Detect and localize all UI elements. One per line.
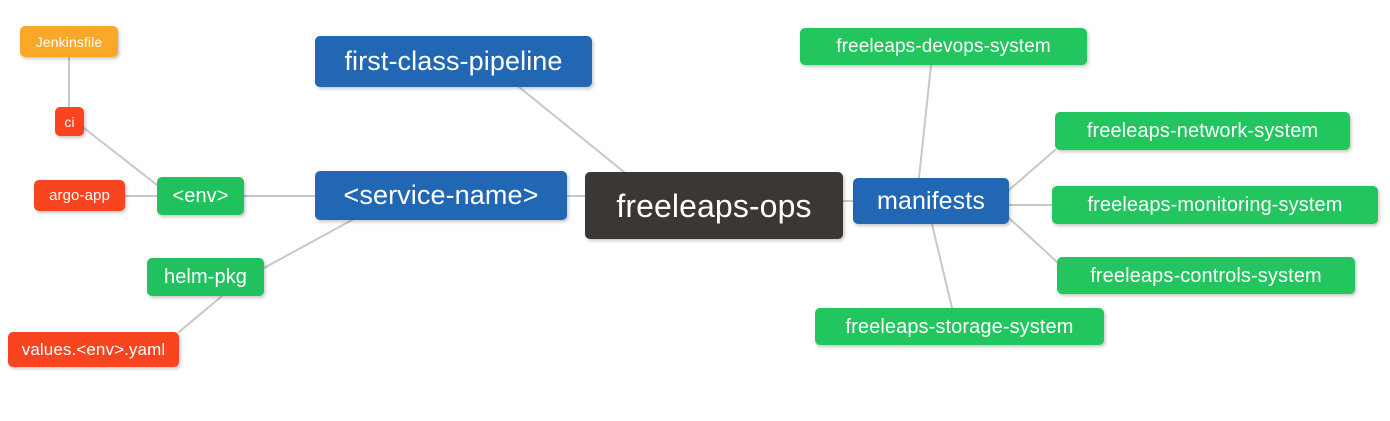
node-label: freeleaps-ops bbox=[616, 187, 812, 224]
node-helm-pkg[interactable]: helm-pkg bbox=[147, 258, 264, 296]
node-freeleaps-controls-system[interactable]: freeleaps-controls-system bbox=[1057, 257, 1355, 294]
node-jenkinsfile[interactable]: Jenkinsfile bbox=[20, 26, 118, 57]
node-label: freeleaps-storage-system bbox=[845, 315, 1074, 338]
node-label: freeleaps-monitoring-system bbox=[1087, 194, 1343, 216]
node-freeleaps-devops-system[interactable]: freeleaps-devops-system bbox=[800, 28, 1087, 65]
edge-ci-to-env bbox=[83, 127, 158, 186]
node-label: first-class-pipeline bbox=[344, 46, 563, 76]
node-label: Jenkinsfile bbox=[35, 33, 103, 50]
node-freeleaps-network-system[interactable]: freeleaps-network-system bbox=[1055, 112, 1350, 150]
edge-values-yaml-to-helm-pkg bbox=[178, 295, 223, 333]
node-env[interactable]: <env> bbox=[157, 177, 244, 215]
node-label: argo-app bbox=[49, 187, 110, 204]
node-values-yaml[interactable]: values.<env>.yaml bbox=[8, 332, 179, 367]
node-label: ci bbox=[64, 113, 75, 130]
edge-freeleaps-storage-system-to-manifests bbox=[931, 223, 953, 309]
node-freeleaps-ops[interactable]: freeleaps-ops bbox=[585, 172, 843, 239]
node-manifests[interactable]: manifests bbox=[853, 178, 1009, 224]
node-freeleaps-storage-system[interactable]: freeleaps-storage-system bbox=[815, 308, 1104, 345]
node-label: values.<env>.yaml bbox=[21, 340, 166, 359]
node-first-class-pipeline[interactable]: first-class-pipeline bbox=[315, 36, 592, 87]
edge-first-class-pipeline-to-freeleaps-ops bbox=[518, 86, 625, 173]
node-label: helm-pkg bbox=[163, 266, 248, 288]
node-freeleaps-monitoring-system[interactable]: freeleaps-monitoring-system bbox=[1052, 186, 1378, 224]
node-label: <service-name> bbox=[343, 180, 539, 210]
node-argo-app[interactable]: argo-app bbox=[34, 180, 125, 211]
node-ci[interactable]: ci bbox=[55, 107, 84, 136]
edge-freeleaps-network-system-to-manifests bbox=[1008, 149, 1056, 191]
node-label: freeleaps-devops-system bbox=[836, 36, 1051, 57]
node-service-name[interactable]: <service-name> bbox=[315, 171, 567, 220]
edge-helm-pkg-to-service-name bbox=[263, 219, 353, 269]
node-label: freeleaps-controls-system bbox=[1090, 264, 1322, 287]
edge-freeleaps-controls-system-to-manifests bbox=[1008, 217, 1058, 263]
edge-freeleaps-devops-system-to-manifests bbox=[918, 64, 932, 179]
node-label: freeleaps-network-system bbox=[1086, 120, 1319, 142]
node-label: manifests bbox=[877, 186, 985, 215]
node-label: <env> bbox=[172, 185, 229, 207]
